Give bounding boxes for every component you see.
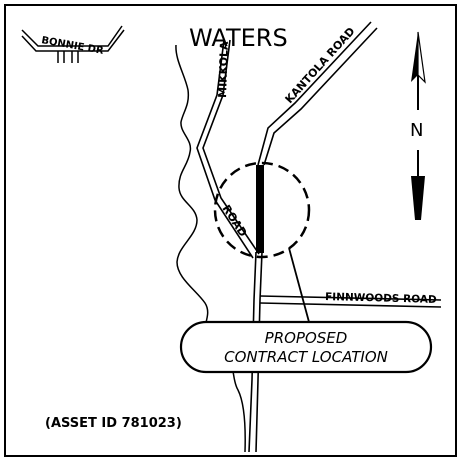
- finnwoods-road: [259, 295, 442, 308]
- bonnie-drive: [21, 25, 125, 63]
- label-mikkola: MIKKOLA: [216, 41, 231, 98]
- callout-leader: [288, 247, 310, 323]
- callout-box: [179, 320, 433, 374]
- label-kantola-road: KANTOLA ROAD: [283, 25, 358, 106]
- north-letter: N: [410, 120, 423, 141]
- callout-line-1: PROPOSED: [265, 329, 348, 347]
- label-road: ROAD: [219, 203, 249, 240]
- project-circle: [213, 161, 311, 259]
- mikkola-road: [196, 39, 260, 259]
- label-waters: WATERS: [189, 24, 288, 52]
- map-border: [4, 4, 457, 457]
- label-asset-id: (ASSET ID 781023): [45, 416, 182, 431]
- north-arrow-icon: [411, 31, 426, 220]
- proposed-segment: [256, 165, 264, 253]
- kantola-road: [257, 21, 378, 166]
- label-finnwoods-road: FINNWOODS ROAD: [325, 291, 437, 306]
- callout-line-2: CONTRACT LOCATION: [224, 348, 388, 366]
